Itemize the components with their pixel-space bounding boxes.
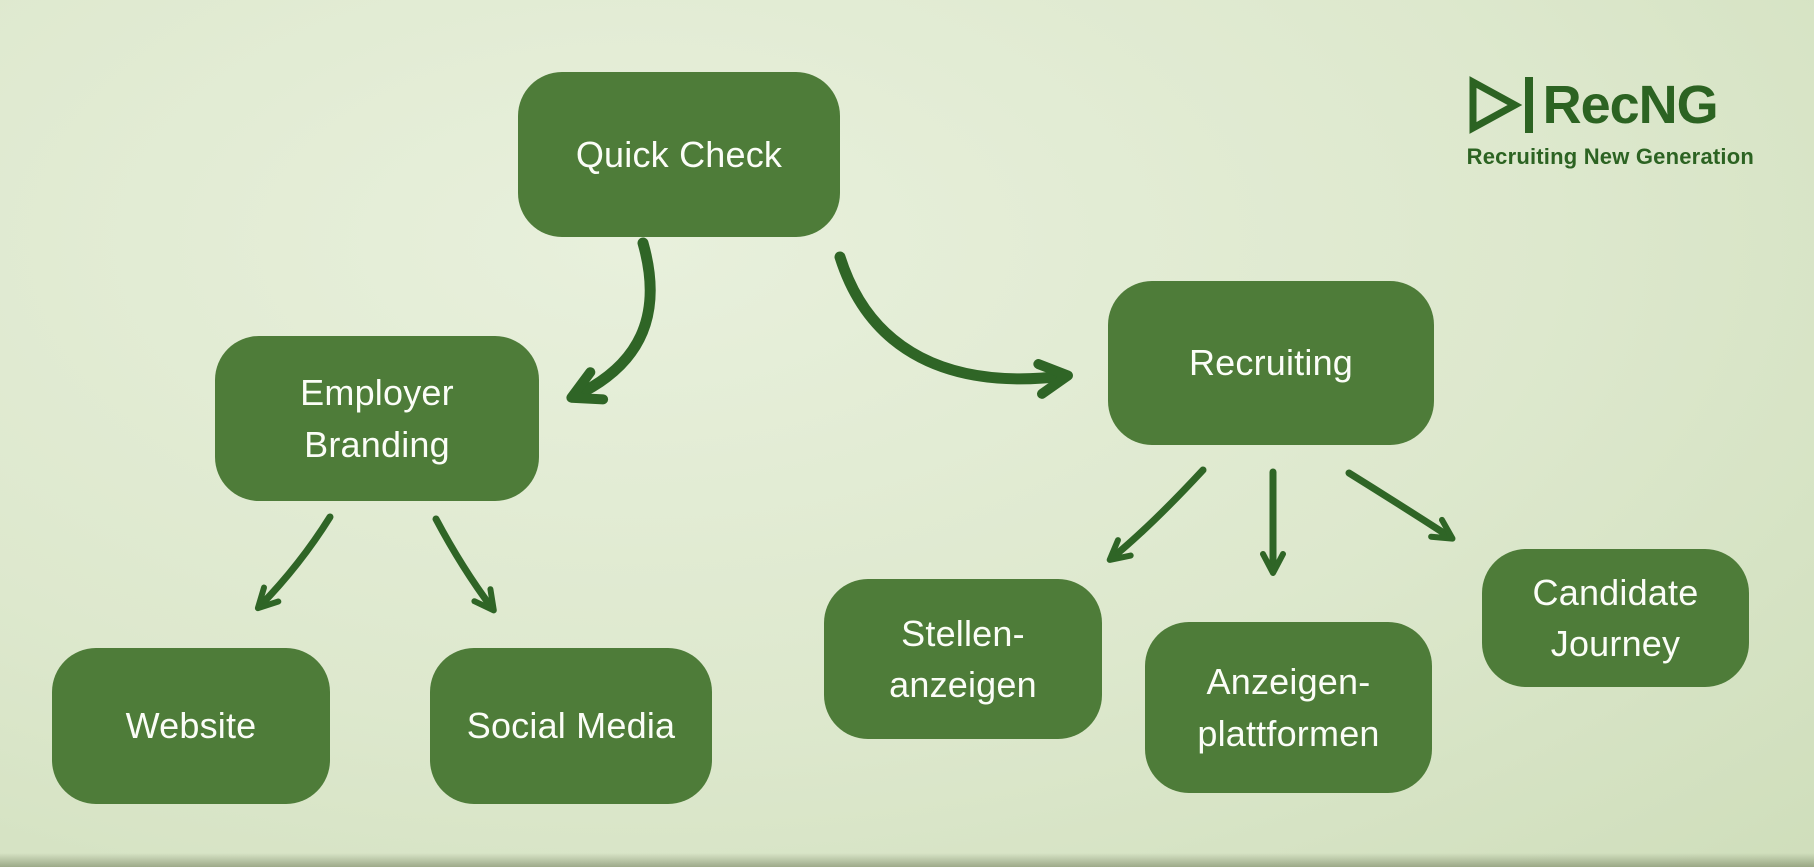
edge-quickcheck-recruiting <box>834 251 1073 399</box>
play-triangle-icon <box>1469 76 1533 134</box>
recng-logo-row: RecNG <box>1467 74 1719 136</box>
node-candidate-journey-label: Candidate Journey <box>1532 571 1699 664</box>
logo-tagline: Recruiting New Generation <box>1466 144 1754 169</box>
node-quick-check: Quick Check <box>518 72 840 237</box>
node-anzeigenplattformen: Anzeigen- plattformen <box>1145 622 1432 793</box>
node-employer-branding-label: Employer Branding <box>300 372 454 465</box>
edge-employerbranding-website <box>254 513 334 612</box>
node-social-media-label: Social Media <box>466 705 676 747</box>
logo-wordmark: RecNG <box>1542 75 1719 135</box>
recng-logo: RecNG Recruiting New Generation <box>1467 74 1754 170</box>
node-recruiting: Recruiting <box>1108 281 1434 445</box>
edge-recruiting-candidatejourney <box>1345 469 1456 542</box>
edge-quickcheck-employerbranding <box>566 237 656 405</box>
node-quick-check-label: Quick Check <box>575 133 783 175</box>
node-employer-branding: Employer Branding <box>215 336 539 501</box>
node-candidate-journey: Candidate Journey <box>1482 549 1749 687</box>
node-website-label: Website <box>125 705 257 747</box>
node-social-media: Social Media <box>430 648 712 804</box>
node-stellenanzeigen-label: Stellen- anzeigen <box>889 612 1037 705</box>
node-anzeigenplattformen-label: Anzeigen- plattformen <box>1197 661 1380 754</box>
edge-recruiting-stellenanzeigen <box>1106 466 1207 563</box>
node-recruiting-label: Recruiting <box>1188 342 1354 384</box>
edge-employerbranding-socialmedia <box>432 515 497 614</box>
node-stellenanzeigen: Stellen- anzeigen <box>824 579 1102 739</box>
node-website: Website <box>52 648 330 804</box>
